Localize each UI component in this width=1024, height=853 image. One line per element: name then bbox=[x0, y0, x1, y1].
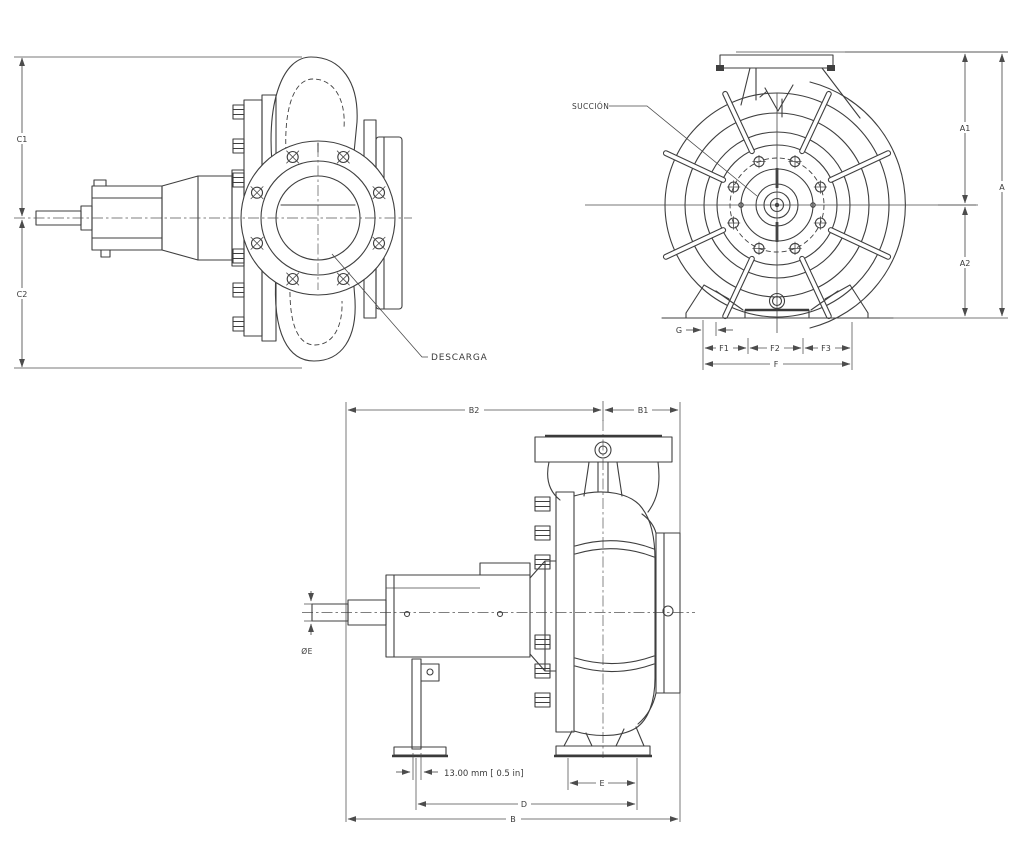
front-view-bolt-circle bbox=[727, 155, 827, 255]
dim-label-c1: C1 bbox=[17, 135, 28, 144]
top-view-pump-outline bbox=[35, 56, 403, 362]
base-plate-thickness-note: 13.00 mm [ 0.5 in] bbox=[444, 769, 524, 779]
top-view-dimensions: C1 C2 DESCARGA bbox=[13, 56, 488, 369]
dim-label-e: E bbox=[599, 779, 604, 788]
front-view-casing bbox=[585, 51, 1008, 333]
dim-label-g: G bbox=[676, 326, 682, 335]
dim-label-a1: A1 bbox=[960, 124, 971, 133]
succion-leader-line bbox=[609, 105, 758, 197]
dim-label-shaft-diameter: ØE bbox=[301, 647, 312, 656]
front-view-dimensions: SUCCIÓN A1 A2 A G bbox=[572, 51, 1009, 370]
side-view: B2 B1 ØE 13.00 mm [ 0.5 in] E bbox=[301, 401, 695, 824]
front-view: SUCCIÓN A1 A2 A G bbox=[572, 51, 1009, 370]
front-view-ribs bbox=[662, 90, 892, 320]
dim-label-a2: A2 bbox=[960, 259, 971, 268]
front-view-stool bbox=[716, 51, 1008, 119]
top-view: C1 C2 DESCARGA bbox=[13, 56, 488, 369]
dim-label-b: B bbox=[510, 815, 516, 824]
dim-label-f1: F1 bbox=[719, 344, 729, 353]
side-view-dimensions: B2 B1 ØE 13.00 mm [ 0.5 in] E bbox=[301, 401, 681, 824]
dim-label-d: D bbox=[521, 800, 527, 809]
dim-label-b1: B1 bbox=[638, 406, 649, 415]
dim-label-f: F bbox=[774, 360, 779, 369]
side-view-casing-bolts bbox=[534, 496, 551, 708]
dim-label-f3: F3 bbox=[821, 344, 831, 353]
side-view-pump-outline bbox=[302, 420, 695, 758]
descarga-leader-line bbox=[331, 253, 428, 358]
front-view-feet bbox=[661, 284, 894, 319]
dim-label-a: A bbox=[999, 183, 1005, 192]
succion-label: SUCCIÓN bbox=[572, 102, 609, 111]
dim-label-b2: B2 bbox=[469, 406, 480, 415]
dim-label-f2: F2 bbox=[770, 344, 780, 353]
dim-label-c2: C2 bbox=[17, 290, 28, 299]
flange-bolt-holes bbox=[250, 150, 386, 286]
top-view-flange-bolts bbox=[232, 104, 245, 332]
descarga-label: DESCARGA bbox=[431, 353, 488, 363]
